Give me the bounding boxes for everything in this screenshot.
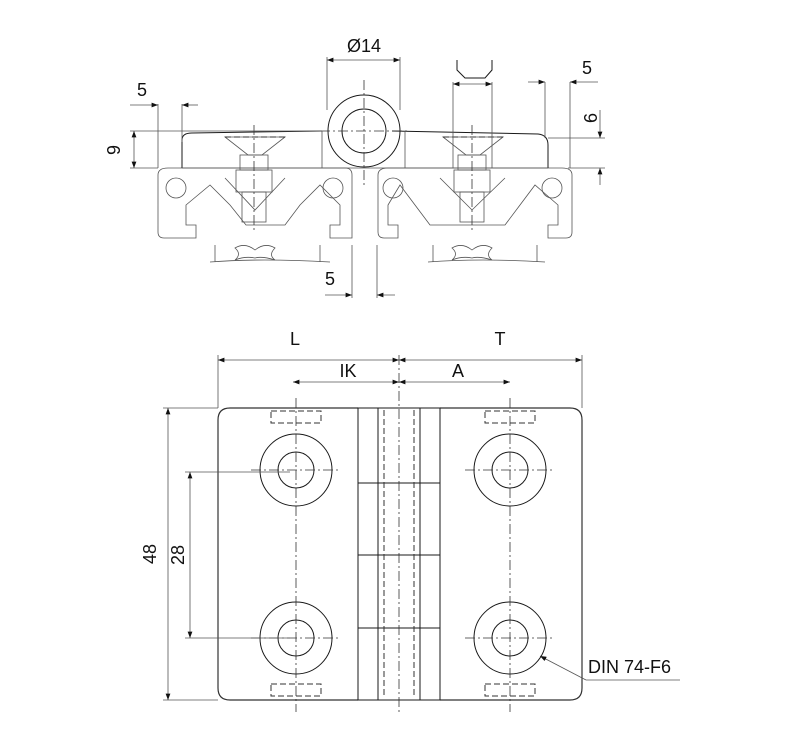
slot-top bbox=[484, 410, 536, 424]
dim-hole-spacing: 28 bbox=[168, 545, 188, 565]
dim-IK: IK bbox=[339, 361, 356, 381]
dim-bottom-gap: 5 bbox=[325, 269, 335, 289]
dim-left-offset: 5 bbox=[137, 80, 147, 100]
dim-T: T bbox=[495, 329, 506, 349]
dim-right-offset: 5 bbox=[582, 58, 592, 78]
slot-bottom bbox=[270, 683, 322, 697]
screw-label: DIN 74-F6 bbox=[588, 657, 671, 677]
hinge-leaf-left bbox=[217, 407, 358, 701]
front-view: L T IK A 48 28 DIN 74-F6 bbox=[140, 329, 680, 715]
dim-A: A bbox=[452, 361, 464, 381]
aluminium-profile-right bbox=[377, 167, 573, 263]
hinge-leaf-right bbox=[440, 407, 583, 701]
dim-height: 48 bbox=[140, 544, 160, 564]
dim-left-height: 9 bbox=[104, 145, 124, 155]
top-view: Ø14 5 9 5 5 6 bbox=[104, 36, 605, 298]
dim-diameter: Ø14 bbox=[347, 36, 381, 56]
slot-bottom bbox=[484, 683, 536, 697]
dim-L: L bbox=[290, 329, 300, 349]
aluminium-profile-left bbox=[157, 167, 353, 263]
countersink-symbol-icon bbox=[456, 60, 493, 79]
hinge-knuckle bbox=[357, 355, 441, 715]
countersunk-screw-left bbox=[223, 125, 287, 230]
dim-right-height: 6 bbox=[581, 113, 601, 123]
slot-top bbox=[270, 410, 322, 424]
countersunk-screw-right bbox=[441, 125, 505, 230]
